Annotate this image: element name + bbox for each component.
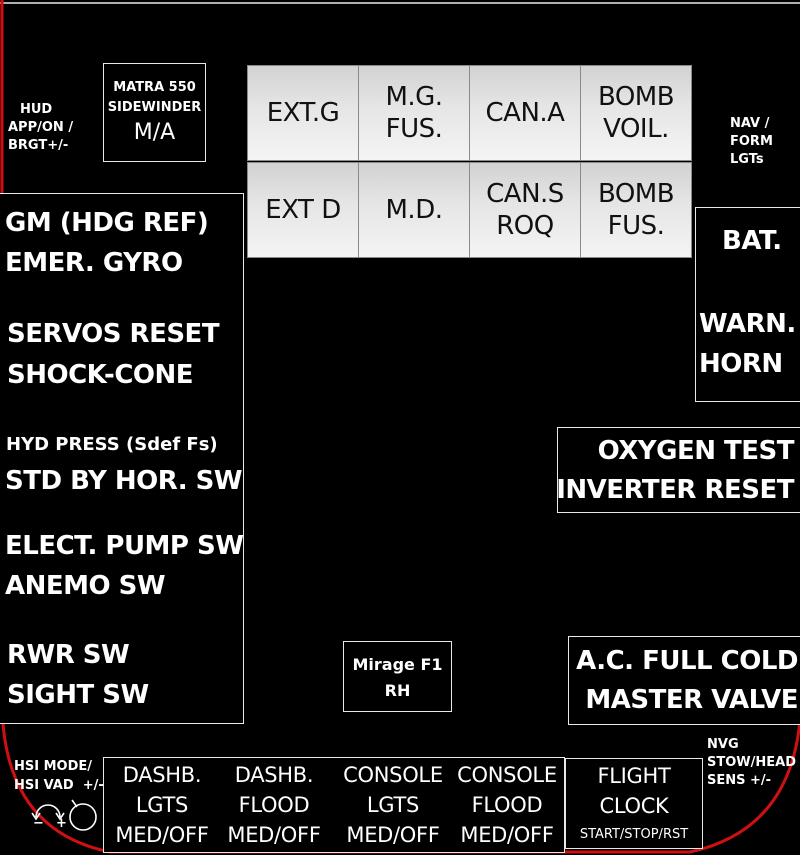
flight-clock-label: FLIGHT CLOCK bbox=[566, 761, 702, 821]
hyd-press-switch[interactable]: HYD PRESS (Sdef Fs) bbox=[6, 434, 218, 455]
light-label-line: FLOOD bbox=[471, 793, 543, 817]
bat-warn-horn-panel: BAT. WARN. HORN bbox=[695, 207, 800, 402]
weapon-button-label: EXT.G bbox=[266, 97, 340, 128]
hsi-mode-label: HSI MODE/ HSI VAD +/- bbox=[14, 757, 104, 795]
hud-label-line: BRGT+/- bbox=[8, 138, 69, 153]
sight-switch[interactable]: SIGHT SW bbox=[7, 680, 149, 710]
nav-label-line: FORM bbox=[730, 134, 773, 149]
shock-cone-switch[interactable]: SHOCK-CONE bbox=[7, 360, 194, 390]
matra-line1: MATRA 550 bbox=[113, 80, 196, 95]
hud-label-line: HUD bbox=[20, 102, 53, 117]
clock-label-line1: FLIGHT bbox=[597, 764, 671, 788]
weapon-button-label: CAN.S ROQ bbox=[486, 178, 564, 242]
weapon-button-label: BOMB VOIL. bbox=[597, 81, 675, 145]
weapon-button-bomb-fus[interactable]: BOMB FUS. bbox=[580, 162, 692, 258]
inverter-reset-button[interactable]: INVERTER RESET bbox=[556, 475, 794, 505]
hud-label-line: APP/ON / bbox=[8, 120, 74, 135]
elect-pump-switch[interactable]: ELECT. PUMP SW bbox=[5, 531, 244, 561]
clock-function-label: START/STOP/RST bbox=[579, 827, 689, 842]
arrow-left-icon bbox=[31, 812, 41, 821]
nvg-label-line: SENS +/- bbox=[707, 773, 772, 788]
matra-sidewinder-button[interactable]: MATRA 550 SIDEWINDER M/A bbox=[103, 63, 206, 162]
light-label-line: MED/OFF bbox=[227, 823, 321, 847]
light-label-line: MED/OFF bbox=[115, 823, 209, 847]
std-by-hor-switch[interactable]: STD BY HOR. SW bbox=[5, 466, 243, 496]
knob-pointer-icon bbox=[71, 799, 78, 808]
console-lights-switch[interactable]: CONSOLE LGTS MED/OFF bbox=[335, 760, 451, 850]
light-label-line: MED/OFF bbox=[346, 823, 440, 847]
weapon-button-mg-fus[interactable]: M.G. FUS. bbox=[358, 65, 470, 161]
nav-label-line: NAV / bbox=[730, 116, 770, 131]
light-label-line: LGTS bbox=[135, 793, 189, 817]
console-flood-switch[interactable]: CONSOLE FLOOD MED/OFF bbox=[449, 760, 565, 850]
flight-clock-button[interactable]: FLIGHT CLOCK START/STOP/RST bbox=[565, 758, 703, 849]
nav-form-lights-label: NAV / FORM LGTs bbox=[730, 115, 773, 169]
nav-label-line: LGTs bbox=[730, 152, 764, 167]
panel-title-line2: RH bbox=[384, 681, 411, 700]
weapon-button-label: CAN.A bbox=[485, 97, 565, 128]
gm-hdg-ref-switch[interactable]: GM (HDG REF) bbox=[5, 208, 209, 238]
rwr-switch[interactable]: RWR SW bbox=[7, 640, 130, 670]
dashb-flood-switch[interactable]: DASHB. FLOOD MED/OFF bbox=[216, 760, 332, 850]
bat-switch[interactable]: BAT. bbox=[722, 226, 782, 256]
weapon-button-can-s-roq[interactable]: CAN.S ROQ bbox=[469, 162, 581, 258]
dashb-lights-switch[interactable]: DASHB. LGTS MED/OFF bbox=[104, 760, 220, 850]
light-label-line: DASHB. bbox=[234, 763, 314, 787]
weapon-button-ext-g[interactable]: EXT.G bbox=[247, 65, 359, 161]
weapon-button-label: M.D. bbox=[385, 194, 443, 225]
left-switch-panel: GM (HDG REF) EMER. GYRO SERVOS RESET SHO… bbox=[0, 193, 244, 724]
hsi-knob[interactable] bbox=[30, 795, 102, 835]
arrow-right-icon bbox=[55, 812, 65, 821]
warn-horn-switch[interactable]: WARN. bbox=[699, 309, 796, 339]
panel-title-box: Mirage F1 RH bbox=[343, 641, 452, 712]
matra-label: MATRA 550 SIDEWINDER bbox=[104, 78, 205, 118]
oxygen-test-button[interactable]: OXYGEN TEST bbox=[597, 436, 795, 466]
rotate-arrow-icon bbox=[35, 804, 61, 818]
panel-title: Mirage F1 RH bbox=[344, 652, 451, 704]
oxygen-inverter-panel: OXYGEN TEST INVERTER RESET bbox=[556, 427, 800, 513]
light-label-line: CONSOLE bbox=[343, 763, 443, 787]
light-label-line: DASHB. bbox=[122, 763, 202, 787]
weapon-button-can-a[interactable]: CAN.A bbox=[469, 65, 581, 161]
emer-gyro-switch[interactable]: EMER. GYRO bbox=[5, 248, 183, 278]
hsi-label-line2: HSI VAD +/- bbox=[14, 778, 104, 793]
servos-reset-switch[interactable]: SERVOS RESET bbox=[7, 319, 220, 349]
matra-line2: SIDEWINDER bbox=[107, 100, 202, 115]
ac-master-valve-panel: A.C. FULL COLD MASTER VALVE bbox=[568, 636, 800, 725]
weapon-button-label: M.G. FUS. bbox=[385, 81, 443, 145]
hud-label: HUD APP/ON / BRGT+/- bbox=[8, 101, 73, 155]
weapon-button-md[interactable]: M.D. bbox=[358, 162, 470, 258]
light-label-line: CONSOLE bbox=[457, 763, 557, 787]
master-valve-switch[interactable]: MASTER VALVE bbox=[585, 685, 798, 715]
hsi-label-line1: HSI MODE/ bbox=[14, 759, 93, 774]
anemo-switch[interactable]: ANEMO SW bbox=[5, 571, 166, 601]
hsi-plus-label: + bbox=[56, 816, 67, 831]
lights-panel: DASHB. LGTS MED/OFF DASHB. FLOOD MED/OFF… bbox=[103, 757, 565, 853]
light-label-line: LGTS bbox=[366, 793, 420, 817]
knob-circle-icon bbox=[69, 803, 97, 831]
weapon-button-label: EXT D bbox=[265, 194, 341, 225]
matra-mode: M/A bbox=[133, 120, 176, 145]
weapon-button-label: BOMB FUS. bbox=[597, 178, 675, 242]
nvg-label: NVG STOW/HEAD SENS +/- bbox=[707, 736, 796, 790]
clock-label-line2: CLOCK bbox=[599, 794, 669, 818]
light-label-line: FLOOD bbox=[238, 793, 310, 817]
weapon-button-ext-d[interactable]: EXT D bbox=[247, 162, 359, 258]
light-label-line: MED/OFF bbox=[460, 823, 554, 847]
ac-full-cold-switch[interactable]: A.C. FULL COLD bbox=[576, 646, 798, 676]
weapon-button-bomb-voil[interactable]: BOMB VOIL. bbox=[580, 65, 692, 161]
hsi-minus-label: − bbox=[33, 816, 44, 831]
panel-title-line1: Mirage F1 bbox=[352, 655, 443, 674]
nvg-label-line: NVG bbox=[707, 737, 739, 752]
nvg-label-line: STOW/HEAD bbox=[707, 755, 796, 770]
warn-horn-label: HORN bbox=[699, 349, 783, 379]
